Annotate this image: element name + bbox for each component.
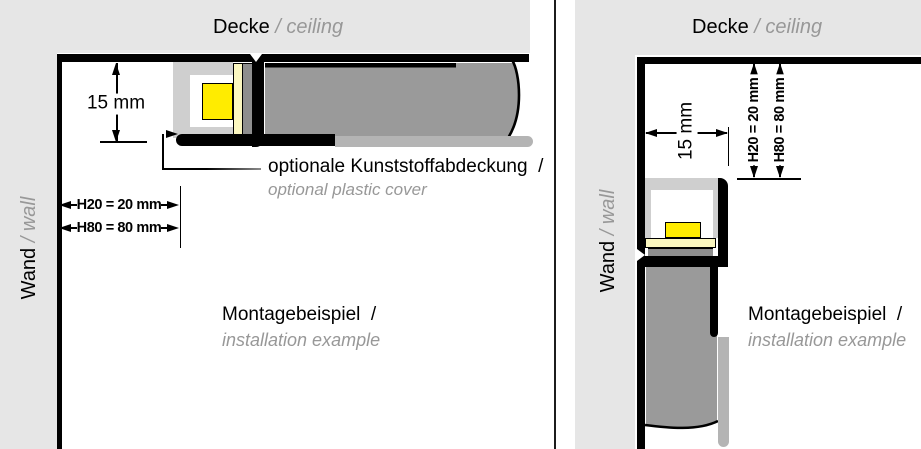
- left-note-de: optionale Kunststoffabdeckung: [268, 156, 528, 177]
- right-dim15-arrow-right: [716, 128, 728, 137]
- left-ceiling-label-sep: /: [269, 16, 287, 38]
- left-ceiling-line: [57, 54, 529, 62]
- left-note-leader-h: [162, 168, 261, 170]
- right-dimh80-label: H80 = 80 mm: [772, 74, 788, 166]
- left-dimh80-line-b: [161, 226, 168, 229]
- right-caption-line2: installation example: [748, 330, 907, 350]
- left-profile-base: [243, 63, 252, 137]
- right-wall-label-de: Wand: [597, 240, 619, 293]
- right-ceiling-label: Decke / ceiling: [692, 16, 822, 38]
- right-shadow-gap-notch: [637, 249, 645, 261]
- left-profile-flange: [176, 134, 335, 146]
- right-wall-label-sep: /: [597, 224, 619, 241]
- left-panel-body: [265, 63, 519, 137]
- left-dim15-tick: [100, 141, 147, 143]
- right-wall-label: Wand / wall: [597, 190, 619, 293]
- right-panel-body: [646, 267, 717, 428]
- left-wall-label-sep: /: [18, 231, 40, 248]
- left-dimh-extension-tick: [179, 186, 181, 248]
- left-dimh80-label: H80 = 80 mm: [76, 219, 162, 236]
- left-dimh20-arrow-left: [59, 200, 71, 209]
- left-dimh80-line-a: [71, 226, 77, 229]
- left-skim-strip: [335, 136, 533, 147]
- left-caption-line2: installation example: [222, 330, 381, 350]
- right-caption-de: Montagebeispiel: [748, 304, 887, 325]
- left-dimh20-arrow-right: [167, 200, 180, 209]
- left-dimh20-line-a: [71, 203, 77, 206]
- left-note-line1: optionale Kunststoffabdeckung /: [268, 156, 544, 178]
- left-dimh80-arrow-right: [167, 223, 180, 232]
- right-led-strip: [645, 238, 716, 248]
- right-caption-line1: Montagebeispiel /: [748, 304, 903, 326]
- right-wall-label-en: wall: [597, 189, 619, 225]
- left-dimh80-arrow-left: [59, 223, 71, 232]
- left-drywall-panel: [265, 59, 521, 139]
- left-ceiling-label-en: ceiling: [286, 16, 344, 38]
- left-panel-break-edge: [506, 59, 521, 139]
- left-dimh80: H80 = 80 mm: [59, 219, 180, 236]
- left-caption-slash: /: [360, 304, 377, 325]
- left-caption-de: Montagebeispiel: [222, 304, 361, 325]
- right-panel-break-edge: [644, 419, 719, 430]
- left-ceiling-label-de: Decke: [213, 16, 270, 38]
- left-wall-label-de: Wand: [18, 247, 40, 300]
- right-dimh20-arrow-up: [749, 63, 758, 75]
- left-caption-line1: Montagebeispiel /: [222, 304, 377, 326]
- left-panel-top-border: [265, 63, 456, 68]
- left-dim15-arrow-up: [112, 63, 120, 75]
- right-drywall-panel: [644, 267, 719, 430]
- left-led-strip: [233, 63, 243, 137]
- right-ceiling-label-en: ceiling: [765, 16, 823, 38]
- right-caption-slash: /: [886, 304, 903, 325]
- right-wall-band: [575, 0, 635, 449]
- left-shadow-gap-notch: [250, 54, 262, 62]
- left-wall-line: [57, 54, 62, 449]
- right-skim-strip: [718, 337, 729, 447]
- left-dim15-label: 15 mm: [83, 93, 149, 115]
- right-profile-back: [640, 256, 728, 267]
- right-dimh20-label: H20 = 20 mm: [746, 74, 762, 166]
- right-ceiling-label-sep: /: [748, 16, 766, 38]
- diagram-divider: [554, 0, 556, 449]
- right-ceiling-line: [637, 57, 921, 64]
- left-dimh20-label: H20 = 20 mm: [76, 196, 162, 213]
- right-dimh-extension-tick: [737, 178, 801, 180]
- right-dimh20-arrow-down: [749, 166, 758, 178]
- left-ceiling-label: Decke / ceiling: [213, 16, 343, 38]
- right-dim15-tick: [727, 127, 729, 166]
- right-dimh80-arrow-up: [775, 63, 784, 75]
- right-dimh80-arrow-down: [775, 166, 784, 178]
- left-note-line2: optional plastic cover: [268, 180, 427, 199]
- left-note-arrow: [166, 130, 178, 138]
- right-led-module: [665, 222, 701, 238]
- left-dimh20: H20 = 20 mm: [59, 196, 180, 213]
- right-profile-outer-wall: [718, 178, 728, 267]
- right-dim15-arrow-left: [645, 128, 657, 137]
- left-profile-back: [252, 54, 264, 147]
- left-dimh20-line-b: [161, 203, 168, 206]
- right-profile-flange: [710, 266, 718, 337]
- left-led-module: [202, 83, 233, 120]
- left-wall-band: [0, 0, 57, 449]
- left-wall-label: Wand / wall: [18, 197, 40, 300]
- left-dim15-arrow-down: [112, 130, 120, 142]
- right-ceiling-label-de: Decke: [692, 16, 749, 38]
- left-wall-label-en: wall: [18, 196, 40, 232]
- left-note-leader-v: [162, 134, 164, 170]
- left-note-slash: /: [527, 156, 544, 177]
- right-dim15-label: 15 mm: [676, 98, 698, 164]
- left-ceiling-band: [0, 0, 530, 53]
